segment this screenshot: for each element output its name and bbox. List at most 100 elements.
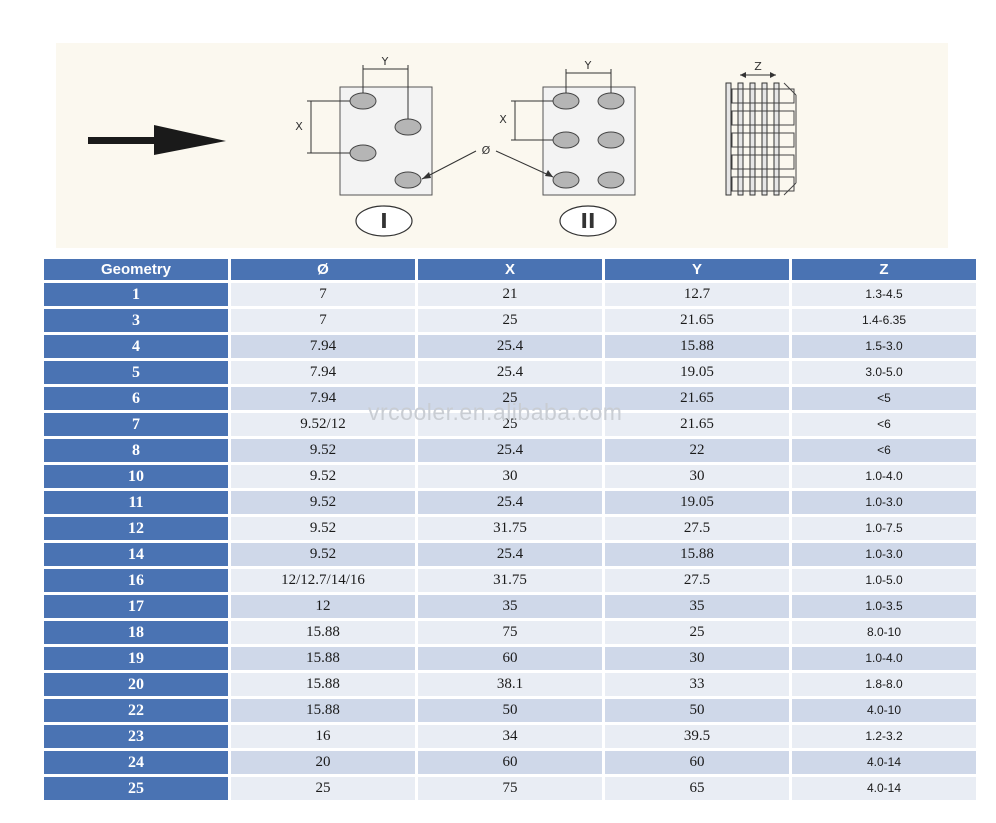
geometry-cell: 24 [44,751,228,774]
x-cell: 25.4 [418,491,602,514]
x-cell: 35 [418,595,602,618]
x-cell: 25.4 [418,439,602,462]
geometry-cell: 16 [44,569,228,592]
geometry-cell: 20 [44,673,228,696]
geometry-cell: 8 [44,439,228,462]
y-cell: 19.05 [605,361,789,384]
header-y: Y [605,259,789,280]
z-cell: 4.0-10 [792,699,976,722]
z-label: Z [754,60,762,73]
z-cell: 1.0-5.0 [792,569,976,592]
z-cell: 8.0-10 [792,621,976,644]
diameter-cell: 7.94 [231,335,415,358]
geometry-cell: 4 [44,335,228,358]
header-diameter: Ø [231,259,415,280]
header-geometry: Geometry [44,259,228,280]
geometry-diagram: Y X Y X Ø [56,43,948,248]
geometry-cell: 25 [44,777,228,800]
type1-plate [307,65,433,196]
diameter-cell: 7 [231,309,415,332]
x-cell: 50 [418,699,602,722]
geometry-cell: 1 [44,283,228,306]
y-cell: 15.88 [605,543,789,566]
type2-x-label: X [499,113,507,126]
z-cell: 1.0-3.0 [792,543,976,566]
y-cell: 39.5 [605,725,789,748]
x-cell: 31.75 [418,569,602,592]
y-cell: 21.65 [605,413,789,436]
diameter-cell: 9.52 [231,517,415,540]
y-cell: 21.65 [605,387,789,410]
diameter-cell: 9.52 [231,465,415,488]
diameter-cell: 12/12.7/14/16 [231,569,415,592]
type1-label: I [380,209,387,233]
z-cell: 1.0-4.0 [792,647,976,670]
x-cell: 25 [418,309,602,332]
diameter-cell: 15.88 [231,647,415,670]
type1-y-label: Y [381,55,389,68]
type2-badge [559,205,617,237]
z-cell: <6 [792,413,976,436]
x-cell: 38.1 [418,673,602,696]
z-cell: 1.5-3.0 [792,335,976,358]
diameter-cell: 9.52 [231,439,415,462]
y-cell: 15.88 [605,335,789,358]
geometry-cell: 10 [44,465,228,488]
y-cell: 22 [605,439,789,462]
diameter-cell: 7.94 [231,361,415,384]
diameter-cell: 16 [231,725,415,748]
y-cell: 33 [605,673,789,696]
type2-label: II [581,209,596,233]
flow-arrow-icon [88,125,226,155]
type2-y-label: Y [584,59,592,72]
y-cell: 35 [605,595,789,618]
geometry-cell: 23 [44,725,228,748]
diameter-cell: 12 [231,595,415,618]
geometry-cell: 12 [44,517,228,540]
diagram-svg: Y X Y X Ø [88,55,797,237]
y-cell: 25 [605,621,789,644]
diameter-cell: 7.94 [231,387,415,410]
x-cell: 25.4 [418,543,602,566]
geometry-cell: 5 [44,361,228,384]
fin-side-view [725,72,797,196]
type1-x-label: X [295,120,303,133]
y-cell: 30 [605,465,789,488]
diameter-cell: 7 [231,283,415,306]
z-cell: 1.3-4.5 [792,283,976,306]
geometry-cell: 7 [44,413,228,436]
geometry-cell: 22 [44,699,228,722]
y-cell: 30 [605,647,789,670]
x-cell: 30 [418,465,602,488]
x-cell: 25.4 [418,335,602,358]
y-cell: 60 [605,751,789,774]
diameter-cell: 25 [231,777,415,800]
y-cell: 27.5 [605,569,789,592]
geometry-cell: 18 [44,621,228,644]
diameter-cell: 20 [231,751,415,774]
y-cell: 19.05 [605,491,789,514]
y-cell: 50 [605,699,789,722]
table-header-row: Geometry Ø X Y Z [44,259,976,280]
diameter-cell: 15.88 [231,621,415,644]
geometry-cell: 3 [44,309,228,332]
x-cell: 75 [418,777,602,800]
diameter-leader [421,150,554,180]
diameter-cell: 9.52 [231,491,415,514]
